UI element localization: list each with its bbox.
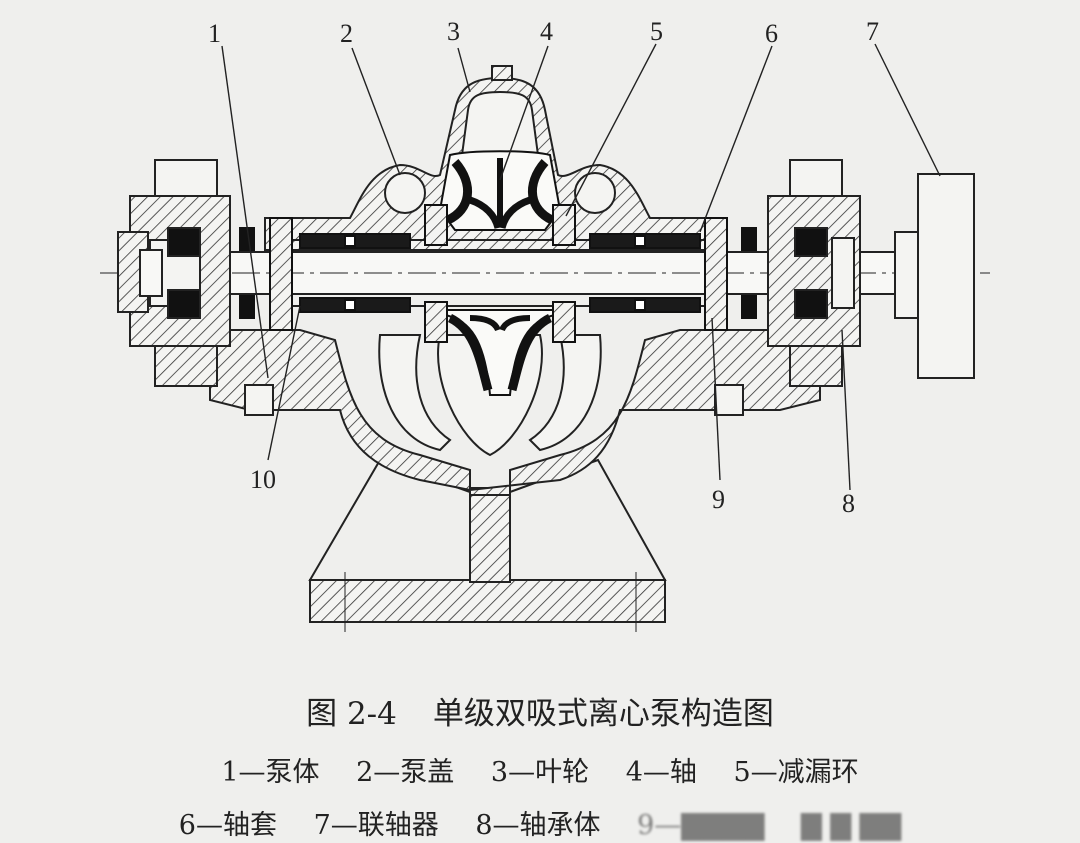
legend-row-2: 6—轴套 7—联轴器 8—轴承体 9—▇▇▇▇ ▇ ▇ ▇▇ xyxy=(0,803,1080,842)
label-10: 10 xyxy=(250,465,276,494)
legend-item-1: 1—泵体 xyxy=(221,757,320,788)
figure-caption: 图 2-4 单级双吸式离心泵构造图 xyxy=(0,688,1080,733)
pump-cross-section-diagram: 1 2 3 4 5 6 7 8 9 10 xyxy=(100,17,990,632)
legend-item-10: ▇ ▇ ▇▇ xyxy=(800,810,902,841)
label-1: 1 xyxy=(208,19,221,48)
label-6: 6 xyxy=(765,19,778,48)
label-9: 9 xyxy=(712,485,725,514)
coupling xyxy=(894,173,975,379)
legend-item-3: 3—叶轮 xyxy=(490,757,590,788)
label-4: 4 xyxy=(540,17,553,46)
legend-item-7: 7—联轴器 xyxy=(313,810,439,841)
legend-item-4: 4—轴 xyxy=(625,757,697,788)
part-labels: 1 2 3 4 5 6 7 8 9 10 xyxy=(208,17,879,518)
bearing-housing-left xyxy=(117,159,231,387)
legend-item-2: 2—泵盖 xyxy=(356,757,455,788)
leader-lines xyxy=(221,43,941,491)
figure-title: 单级双吸式离心泵构造图 xyxy=(432,696,774,732)
legend-item-5: 5—减漏环 xyxy=(733,757,859,788)
label-5: 5 xyxy=(650,17,663,46)
label-2: 2 xyxy=(340,19,353,48)
label-8: 8 xyxy=(842,489,855,518)
pump-base xyxy=(308,458,667,632)
legend-item-6: 6—轴套 xyxy=(178,810,277,841)
impeller xyxy=(437,150,563,396)
label-7: 7 xyxy=(866,17,879,46)
legend-item-9: 9—▇▇▇▇ xyxy=(637,810,765,841)
legend-row-1: 1—泵体 2—泵盖 3—叶轮 4—轴 5—减漏环 xyxy=(0,750,1080,789)
bearing-housing-right xyxy=(767,159,861,387)
shaft-sleeve xyxy=(299,233,701,313)
legend-item-8: 8—轴承体 xyxy=(475,810,601,841)
packing-gland xyxy=(239,217,757,331)
leakage-reduction-ring xyxy=(424,204,576,343)
figure-number: 图 2-4 xyxy=(306,696,397,732)
label-3: 3 xyxy=(447,17,460,46)
